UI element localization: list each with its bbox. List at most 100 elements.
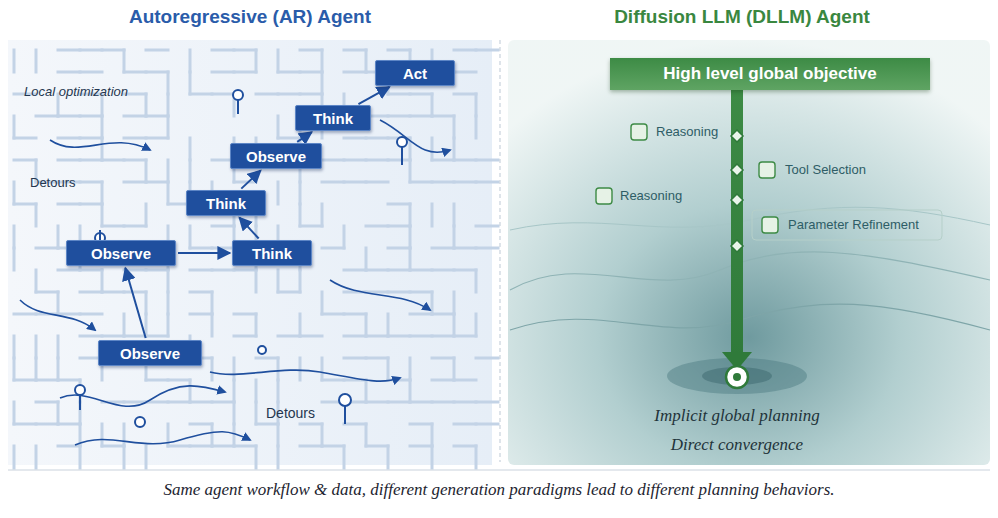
maze-ground	[167, 94, 170, 116]
maze-ground	[79, 446, 82, 468]
maze-ground	[277, 270, 280, 292]
flow-arrow	[125, 268, 145, 338]
maze-ground	[167, 314, 170, 336]
maze-ground	[300, 49, 322, 52]
maze-ground	[234, 49, 256, 52]
side-icons	[759, 162, 775, 178]
maze-ground	[431, 446, 434, 468]
maze-ground	[13, 50, 16, 72]
maze-ground	[80, 71, 102, 74]
maze-ground	[212, 247, 234, 250]
maze-ground	[146, 49, 168, 52]
maze-ground	[387, 314, 390, 336]
maze-ground	[322, 181, 344, 184]
maze-ground	[146, 71, 168, 74]
maze-ground	[36, 115, 58, 118]
maze-ground	[190, 269, 212, 272]
maze-ground	[366, 137, 388, 140]
maze-ground	[388, 93, 410, 96]
maze-ground	[80, 335, 102, 338]
maze-ground	[388, 49, 410, 52]
detour-paths	[380, 120, 450, 152]
map-pins	[79, 395, 81, 410]
maze-ground	[167, 72, 170, 94]
map-pins	[397, 137, 407, 147]
panel-title: Diffusion LLM (DLLM) Agent	[614, 6, 870, 28]
maze-ground	[321, 72, 324, 94]
maze-ground	[58, 203, 80, 206]
maze-ground	[343, 446, 346, 468]
maze-ground	[13, 116, 16, 138]
maze-ground	[432, 181, 454, 184]
maze-ground	[36, 379, 58, 382]
maze-ground	[234, 445, 256, 448]
maze-ground	[277, 380, 280, 402]
side-icons	[762, 217, 778, 233]
flow-arrow	[178, 252, 230, 254]
step-label: Reasoning	[656, 124, 718, 139]
maze-ground	[453, 226, 456, 248]
maze-ground	[300, 423, 322, 426]
maze-ground	[321, 50, 324, 72]
maze-ground	[35, 446, 38, 468]
maze-ground	[278, 291, 300, 294]
maze-ground	[321, 424, 324, 446]
detour-paths	[20, 300, 95, 330]
maze-ground	[278, 71, 300, 74]
maze-ground	[123, 314, 126, 336]
maze-ground	[145, 446, 148, 468]
maze-ground	[278, 137, 300, 140]
maze-ground	[388, 291, 410, 294]
maze-ground	[476, 357, 498, 360]
maze-ground	[453, 292, 456, 314]
maze-ground	[344, 313, 366, 316]
maze-ground	[57, 358, 60, 380]
maze-ground	[321, 292, 324, 314]
maze-ground	[476, 159, 498, 162]
maze-ground	[410, 335, 432, 338]
maze-ground	[388, 159, 410, 162]
maze-ground	[344, 71, 366, 74]
maze-ground	[80, 115, 102, 118]
maze-ground	[255, 314, 258, 336]
maze-ground	[58, 423, 80, 426]
maze-ground	[454, 423, 476, 426]
maze-ground	[453, 204, 456, 226]
maze-ground	[454, 93, 476, 96]
maze-ground	[277, 50, 280, 72]
maze-ground	[278, 335, 300, 338]
maze-ground	[256, 423, 278, 426]
maze-ground	[344, 269, 366, 272]
caption: Same agent workflow & data, different ge…	[0, 480, 998, 500]
maze-ground	[454, 181, 476, 184]
maze-ground	[124, 225, 146, 228]
maze-ground	[300, 93, 322, 96]
maze-ground	[211, 314, 214, 336]
maze-ground	[410, 313, 432, 316]
maze-ground	[14, 423, 36, 426]
maze-ground	[13, 248, 16, 270]
maze-ground	[190, 313, 212, 316]
maze-ground	[13, 358, 16, 380]
think-box: Think	[186, 190, 266, 216]
maze-ground	[366, 401, 388, 404]
maze-ground	[36, 401, 58, 404]
observe-box: Observe	[66, 240, 176, 266]
maze-ground	[212, 71, 234, 74]
maze-ground	[476, 401, 498, 404]
maze-ground	[255, 402, 258, 424]
maze-ground	[476, 181, 498, 184]
maze-ground	[365, 50, 368, 72]
maze-ground	[145, 292, 148, 314]
maze-ground	[80, 159, 102, 162]
maze-ground	[145, 160, 148, 182]
maze-ground	[102, 225, 124, 228]
maze-ground	[146, 181, 168, 184]
maze-ground	[189, 138, 192, 160]
maze-ground	[80, 181, 102, 184]
maze-ground	[409, 160, 412, 182]
maze-ground	[58, 379, 80, 382]
maze-ground	[14, 50, 498, 468]
maze-ground	[8, 40, 498, 468]
maze-ground	[432, 357, 454, 360]
